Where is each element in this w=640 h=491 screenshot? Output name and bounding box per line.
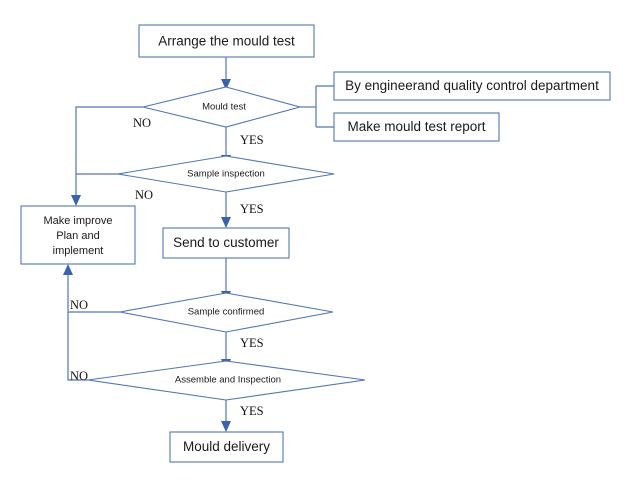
edge-arrange-to-mould-test bbox=[221, 57, 231, 90]
node-label-make-mould-test-report: Make mould test report bbox=[347, 119, 485, 134]
edge-label-assemble-yes: YES bbox=[240, 404, 264, 418]
node-label-make-improve-line3: implement bbox=[53, 245, 104, 257]
node-send-to-customer[interactable]: Send to customer bbox=[162, 227, 290, 259]
edge-label-assemble-no: NO bbox=[70, 369, 88, 383]
edge-label-sample-confirmed-no: NO bbox=[70, 298, 88, 312]
edge-sample-inspection-yes bbox=[221, 192, 231, 228]
node-label-mould-test: Mould test bbox=[202, 102, 246, 113]
node-make-improve-plan-and-implement[interactable]: Make improve Plan and implement bbox=[20, 205, 136, 265]
edge-mould-test-to-side-boxes bbox=[300, 85, 334, 128]
node-sample-inspection[interactable]: Sample inspection bbox=[117, 155, 335, 193]
node-make-mould-test-report[interactable]: Make mould test report bbox=[333, 112, 500, 142]
node-arrange-the-mould-test[interactable]: Arrange the mould test bbox=[138, 24, 315, 58]
node-mould-test[interactable]: Mould test bbox=[142, 86, 303, 128]
node-assemble-and-inspection[interactable]: Assemble and Inspection bbox=[87, 360, 366, 401]
edge-label-mould-test-no: NO bbox=[133, 116, 151, 130]
node-label-mould-delivery: Mould delivery bbox=[183, 439, 270, 454]
node-label-sample-confirmed: Sample confirmed bbox=[188, 307, 265, 318]
node-label-sample-inspection: Sample inspection bbox=[187, 169, 265, 180]
node-label-make-improve-line2: Plan and bbox=[56, 230, 99, 242]
node-sample-confirmed[interactable]: Sample confirmed bbox=[119, 292, 334, 333]
edge-assemble-yes bbox=[221, 400, 231, 432]
node-label-by-engineer-quality-control-department: By engineerand quality control departmen… bbox=[345, 78, 599, 93]
node-label-arrange-the-mould-test: Arrange the mould test bbox=[158, 34, 295, 49]
edge-assemble-no bbox=[67, 312, 88, 381]
edge-label-mould-test-yes: YES bbox=[240, 133, 264, 147]
edge-label-sample-inspection-yes: YES bbox=[240, 202, 264, 216]
node-label-assemble-and-inspection: Assemble and Inspection bbox=[175, 375, 281, 386]
edge-mould-test-no bbox=[71, 106, 143, 206]
node-mould-delivery[interactable]: Mould delivery bbox=[169, 431, 284, 463]
node-by-engineer-quality-control-department[interactable]: By engineerand quality control departmen… bbox=[333, 71, 611, 101]
node-label-make-improve-line1: Make improve bbox=[43, 215, 112, 227]
node-label-send-to-customer: Send to customer bbox=[173, 235, 279, 250]
edge-label-sample-inspection-no: NO bbox=[135, 188, 153, 202]
edge-label-sample-confirmed-yes: YES bbox=[240, 336, 264, 350]
